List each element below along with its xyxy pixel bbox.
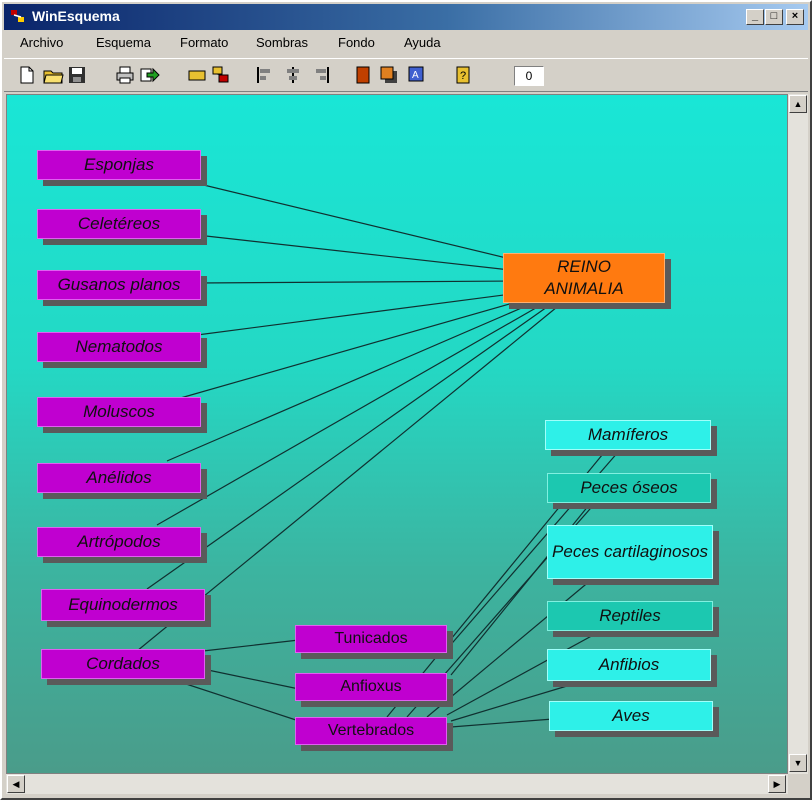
save-icon[interactable] xyxy=(66,64,88,86)
help-icon[interactable]: ? xyxy=(452,64,474,86)
class-node[interactable]: Anfibios xyxy=(547,649,711,681)
app-icon xyxy=(11,10,24,22)
menu-ayuda[interactable]: Ayuda xyxy=(404,35,441,50)
level-counter[interactable]: 0 xyxy=(514,66,544,86)
scroll-left-icon[interactable]: ◀ xyxy=(7,775,25,793)
phylum-node[interactable]: Cordados xyxy=(41,649,205,679)
scroll-down-icon[interactable]: ▼ xyxy=(789,754,807,772)
connector-celetereos xyxy=(196,234,520,272)
window-title: WinEsquema xyxy=(32,8,120,24)
class-node[interactable]: Reptiles xyxy=(547,601,713,631)
class-node[interactable]: Peces cartilaginosos xyxy=(547,525,713,579)
align-right-icon[interactable] xyxy=(310,64,332,86)
open-folder-icon[interactable] xyxy=(42,64,64,86)
class-node[interactable]: Mamíferos xyxy=(545,420,711,450)
title-bar[interactable]: WinEsquema _ □ × xyxy=(4,4,808,30)
connector-anelidos xyxy=(166,302,534,462)
close-button[interactable]: × xyxy=(786,9,804,25)
phylum-node[interactable]: Gusanos planos xyxy=(37,270,201,300)
root-node[interactable]: REINO ANIMALIA xyxy=(503,253,665,303)
connector-artropodos xyxy=(156,304,542,526)
box-icon[interactable] xyxy=(186,64,208,86)
new-file-icon[interactable] xyxy=(16,64,38,86)
connector-vert-cartilaginosos xyxy=(426,574,598,718)
connector-esponjas xyxy=(186,180,520,262)
connector-gusanos xyxy=(196,280,520,284)
vertical-scrollbar[interactable]: ▲ ▼ xyxy=(788,94,808,774)
scroll-right-icon[interactable]: ▶ xyxy=(768,775,786,793)
connector-vert-anfibios xyxy=(450,682,578,722)
class-node[interactable]: Peces óseos xyxy=(547,473,711,503)
svg-text:?: ? xyxy=(460,70,466,82)
align-left-icon[interactable] xyxy=(254,64,276,86)
diagram-canvas[interactable]: REINO ANIMALIA Esponjas Celetéreos Gusan… xyxy=(6,94,788,774)
connector-tunicados xyxy=(202,639,300,652)
phylum-node[interactable]: Anélidos xyxy=(37,463,201,493)
connector-vert-aves xyxy=(450,718,554,728)
subphylum-node[interactable]: Anfioxus xyxy=(295,673,447,701)
menu-fondo[interactable]: Fondo xyxy=(338,35,375,50)
phylum-node[interactable]: Artrópodos xyxy=(37,527,201,557)
root-node-line2: ANIMALIA xyxy=(544,279,624,298)
connector-nematodos xyxy=(196,292,520,336)
maximize-button[interactable]: □ xyxy=(765,9,783,25)
menu-sombras[interactable]: Sombras xyxy=(256,35,309,50)
svg-text:A: A xyxy=(412,70,419,81)
connector-cordados xyxy=(136,306,558,652)
scrollbar-corner xyxy=(788,774,808,794)
phylum-node[interactable]: Equinodermos xyxy=(41,589,205,621)
menu-archivo[interactable]: Archivo xyxy=(20,35,64,50)
phylum-node[interactable]: Moluscos xyxy=(37,397,201,427)
toolbar: A ? 0 xyxy=(4,58,808,92)
subphylum-node[interactable]: Tunicados xyxy=(295,625,447,653)
connector-vert-reptiles xyxy=(446,632,598,716)
scroll-up-icon[interactable]: ▲ xyxy=(789,95,807,113)
menu-esquema[interactable]: Esquema xyxy=(96,35,151,50)
phylum-node[interactable]: Celetéreos xyxy=(37,209,201,239)
connector-vertebrados xyxy=(176,680,300,722)
root-node-line1: REINO xyxy=(557,257,611,276)
phylum-node[interactable]: Nematodos xyxy=(37,332,201,362)
text-format-icon[interactable]: A xyxy=(406,64,428,86)
fill-color-icon[interactable] xyxy=(352,64,374,86)
copy-shapes-icon[interactable] xyxy=(210,64,232,86)
export-arrow-icon[interactable] xyxy=(138,64,160,86)
align-center-icon[interactable] xyxy=(282,64,304,86)
menu-formato[interactable]: Formato xyxy=(180,35,229,50)
print-icon[interactable] xyxy=(114,64,136,86)
connector-moluscos xyxy=(176,298,528,400)
subphylum-node[interactable]: Vertebrados xyxy=(295,717,447,745)
minimize-button[interactable]: _ xyxy=(746,9,764,25)
horizontal-scrollbar[interactable]: ◀ ▶ xyxy=(6,774,788,794)
phylum-node[interactable]: Esponjas xyxy=(37,150,201,180)
connector-equinodermos xyxy=(146,306,548,590)
class-node[interactable]: Aves xyxy=(549,701,713,731)
menu-bar: Archivo Esquema Formato Sombras Fondo Ay… xyxy=(4,32,808,54)
connector-anfioxus xyxy=(202,668,300,690)
shadow-icon[interactable] xyxy=(378,64,400,86)
